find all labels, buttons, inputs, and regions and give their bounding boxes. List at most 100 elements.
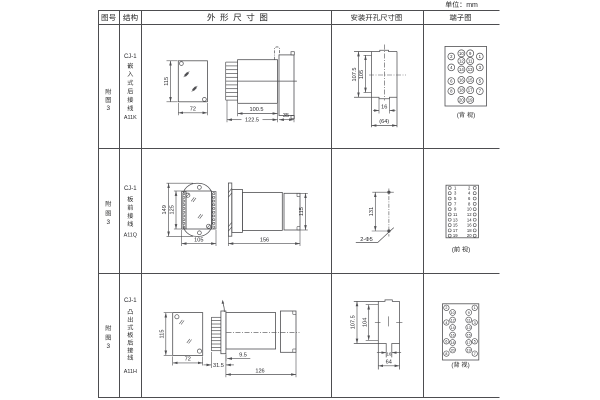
svg-text:12: 12 <box>451 318 455 322</box>
svg-text:20: 20 <box>459 98 464 103</box>
svg-text:10: 10 <box>467 207 472 212</box>
svg-text:): ) <box>473 112 475 119</box>
svg-text:A11H: A11H <box>124 369 137 375</box>
svg-text:CJ-1: CJ-1 <box>124 298 137 304</box>
svg-text:115: 115 <box>299 207 305 216</box>
svg-text:6: 6 <box>445 340 447 344</box>
svg-text:19: 19 <box>467 348 471 352</box>
svg-text:125: 125 <box>170 205 176 214</box>
svg-text:1: 1 <box>454 185 457 190</box>
svg-text:18: 18 <box>467 228 472 233</box>
svg-text:105: 105 <box>194 237 203 243</box>
svg-text:(: ( <box>451 362 454 369</box>
svg-text:2: 2 <box>450 54 453 59</box>
svg-text:11: 11 <box>468 59 473 64</box>
svg-text:17: 17 <box>467 341 471 345</box>
svg-text:126: 126 <box>255 368 264 374</box>
svg-text:5: 5 <box>479 79 482 84</box>
svg-text:17: 17 <box>468 88 473 93</box>
svg-text:(: ( <box>457 112 460 119</box>
svg-text:CJ-1: CJ-1 <box>124 186 137 192</box>
svg-text:(64): (64) <box>379 119 389 125</box>
svg-text:8: 8 <box>468 201 471 206</box>
svg-text:18: 18 <box>451 341 455 345</box>
svg-text:8: 8 <box>450 89 453 94</box>
svg-text:100.5: 100.5 <box>250 107 264 113</box>
svg-text:19: 19 <box>468 98 473 103</box>
svg-text:7: 7 <box>479 89 482 94</box>
svg-text:13: 13 <box>467 326 471 330</box>
svg-text:14: 14 <box>451 326 455 330</box>
svg-text:1: 1 <box>479 54 482 59</box>
svg-text:3: 3 <box>479 65 482 70</box>
svg-text:115: 115 <box>164 77 170 86</box>
svg-text:10: 10 <box>451 311 455 315</box>
svg-text:122.5: 122.5 <box>245 118 259 124</box>
svg-text:4: 4 <box>468 191 471 196</box>
svg-text:7: 7 <box>454 201 457 206</box>
svg-text:115: 115 <box>159 330 165 339</box>
svg-text:72: 72 <box>190 106 196 112</box>
svg-text:19: 19 <box>453 233 458 238</box>
svg-text:3: 3 <box>107 105 111 112</box>
svg-text:15: 15 <box>468 78 473 83</box>
svg-text:9: 9 <box>454 207 457 212</box>
svg-text:107.5: 107.5 <box>351 315 357 329</box>
svg-text:16: 16 <box>381 104 387 110</box>
svg-text:): ) <box>468 362 470 369</box>
svg-text:9: 9 <box>468 311 470 315</box>
svg-text:2-Φ5: 2-Φ5 <box>360 237 373 243</box>
svg-text:3: 3 <box>454 191 457 196</box>
svg-text:18: 18 <box>459 88 464 93</box>
svg-text:6: 6 <box>450 79 453 84</box>
svg-text:3: 3 <box>107 343 111 350</box>
svg-text:2: 2 <box>445 306 447 310</box>
svg-text:20: 20 <box>467 233 472 238</box>
svg-text:13: 13 <box>453 217 458 222</box>
svg-text:6: 6 <box>468 196 471 201</box>
svg-text:1: 1 <box>474 306 476 310</box>
svg-text:8: 8 <box>445 352 447 356</box>
svg-text:3: 3 <box>107 219 111 226</box>
svg-text:3: 3 <box>474 321 476 325</box>
svg-text:): ) <box>468 247 470 254</box>
svg-text:16: 16 <box>459 78 464 83</box>
svg-text:7: 7 <box>474 352 476 356</box>
svg-text:16: 16 <box>467 223 472 228</box>
svg-text:107.5: 107.5 <box>352 68 358 82</box>
svg-text:5: 5 <box>454 196 457 201</box>
svg-text:15: 15 <box>467 333 471 337</box>
svg-text:4: 4 <box>445 321 447 325</box>
svg-text:2: 2 <box>468 185 471 190</box>
svg-text:105: 105 <box>359 70 365 79</box>
svg-text:4: 4 <box>450 65 453 70</box>
svg-text:A11Q: A11Q <box>124 233 137 239</box>
svg-text:13: 13 <box>468 67 473 72</box>
svg-text:14: 14 <box>459 67 464 72</box>
svg-text:14: 14 <box>467 217 472 222</box>
svg-text:17: 17 <box>453 228 458 233</box>
svg-text:35: 35 <box>283 113 289 119</box>
svg-text:12: 12 <box>467 212 472 217</box>
svg-text:11: 11 <box>453 212 458 217</box>
svg-text:5: 5 <box>474 340 476 344</box>
svg-text:(: ( <box>452 247 455 254</box>
svg-text:156: 156 <box>260 237 269 243</box>
svg-text:CJ-1: CJ-1 <box>124 54 137 60</box>
svg-text:12: 12 <box>459 59 464 64</box>
svg-text:9.5: 9.5 <box>239 352 247 358</box>
svg-text:16: 16 <box>451 333 455 337</box>
svg-text:11: 11 <box>467 318 471 322</box>
svg-text:31.5: 31.5 <box>213 363 224 369</box>
svg-text:15: 15 <box>453 223 458 228</box>
svg-text:mm: mm <box>466 2 478 9</box>
svg-text:64: 64 <box>386 360 392 366</box>
svg-text:149: 149 <box>162 205 168 214</box>
svg-text:9: 9 <box>469 51 472 56</box>
svg-text:A11K: A11K <box>124 115 137 121</box>
svg-text:16: 16 <box>387 351 392 356</box>
svg-text:72: 72 <box>185 357 191 363</box>
svg-text:20: 20 <box>451 348 455 352</box>
svg-text:10: 10 <box>459 51 464 56</box>
svg-text:104: 104 <box>362 318 368 327</box>
